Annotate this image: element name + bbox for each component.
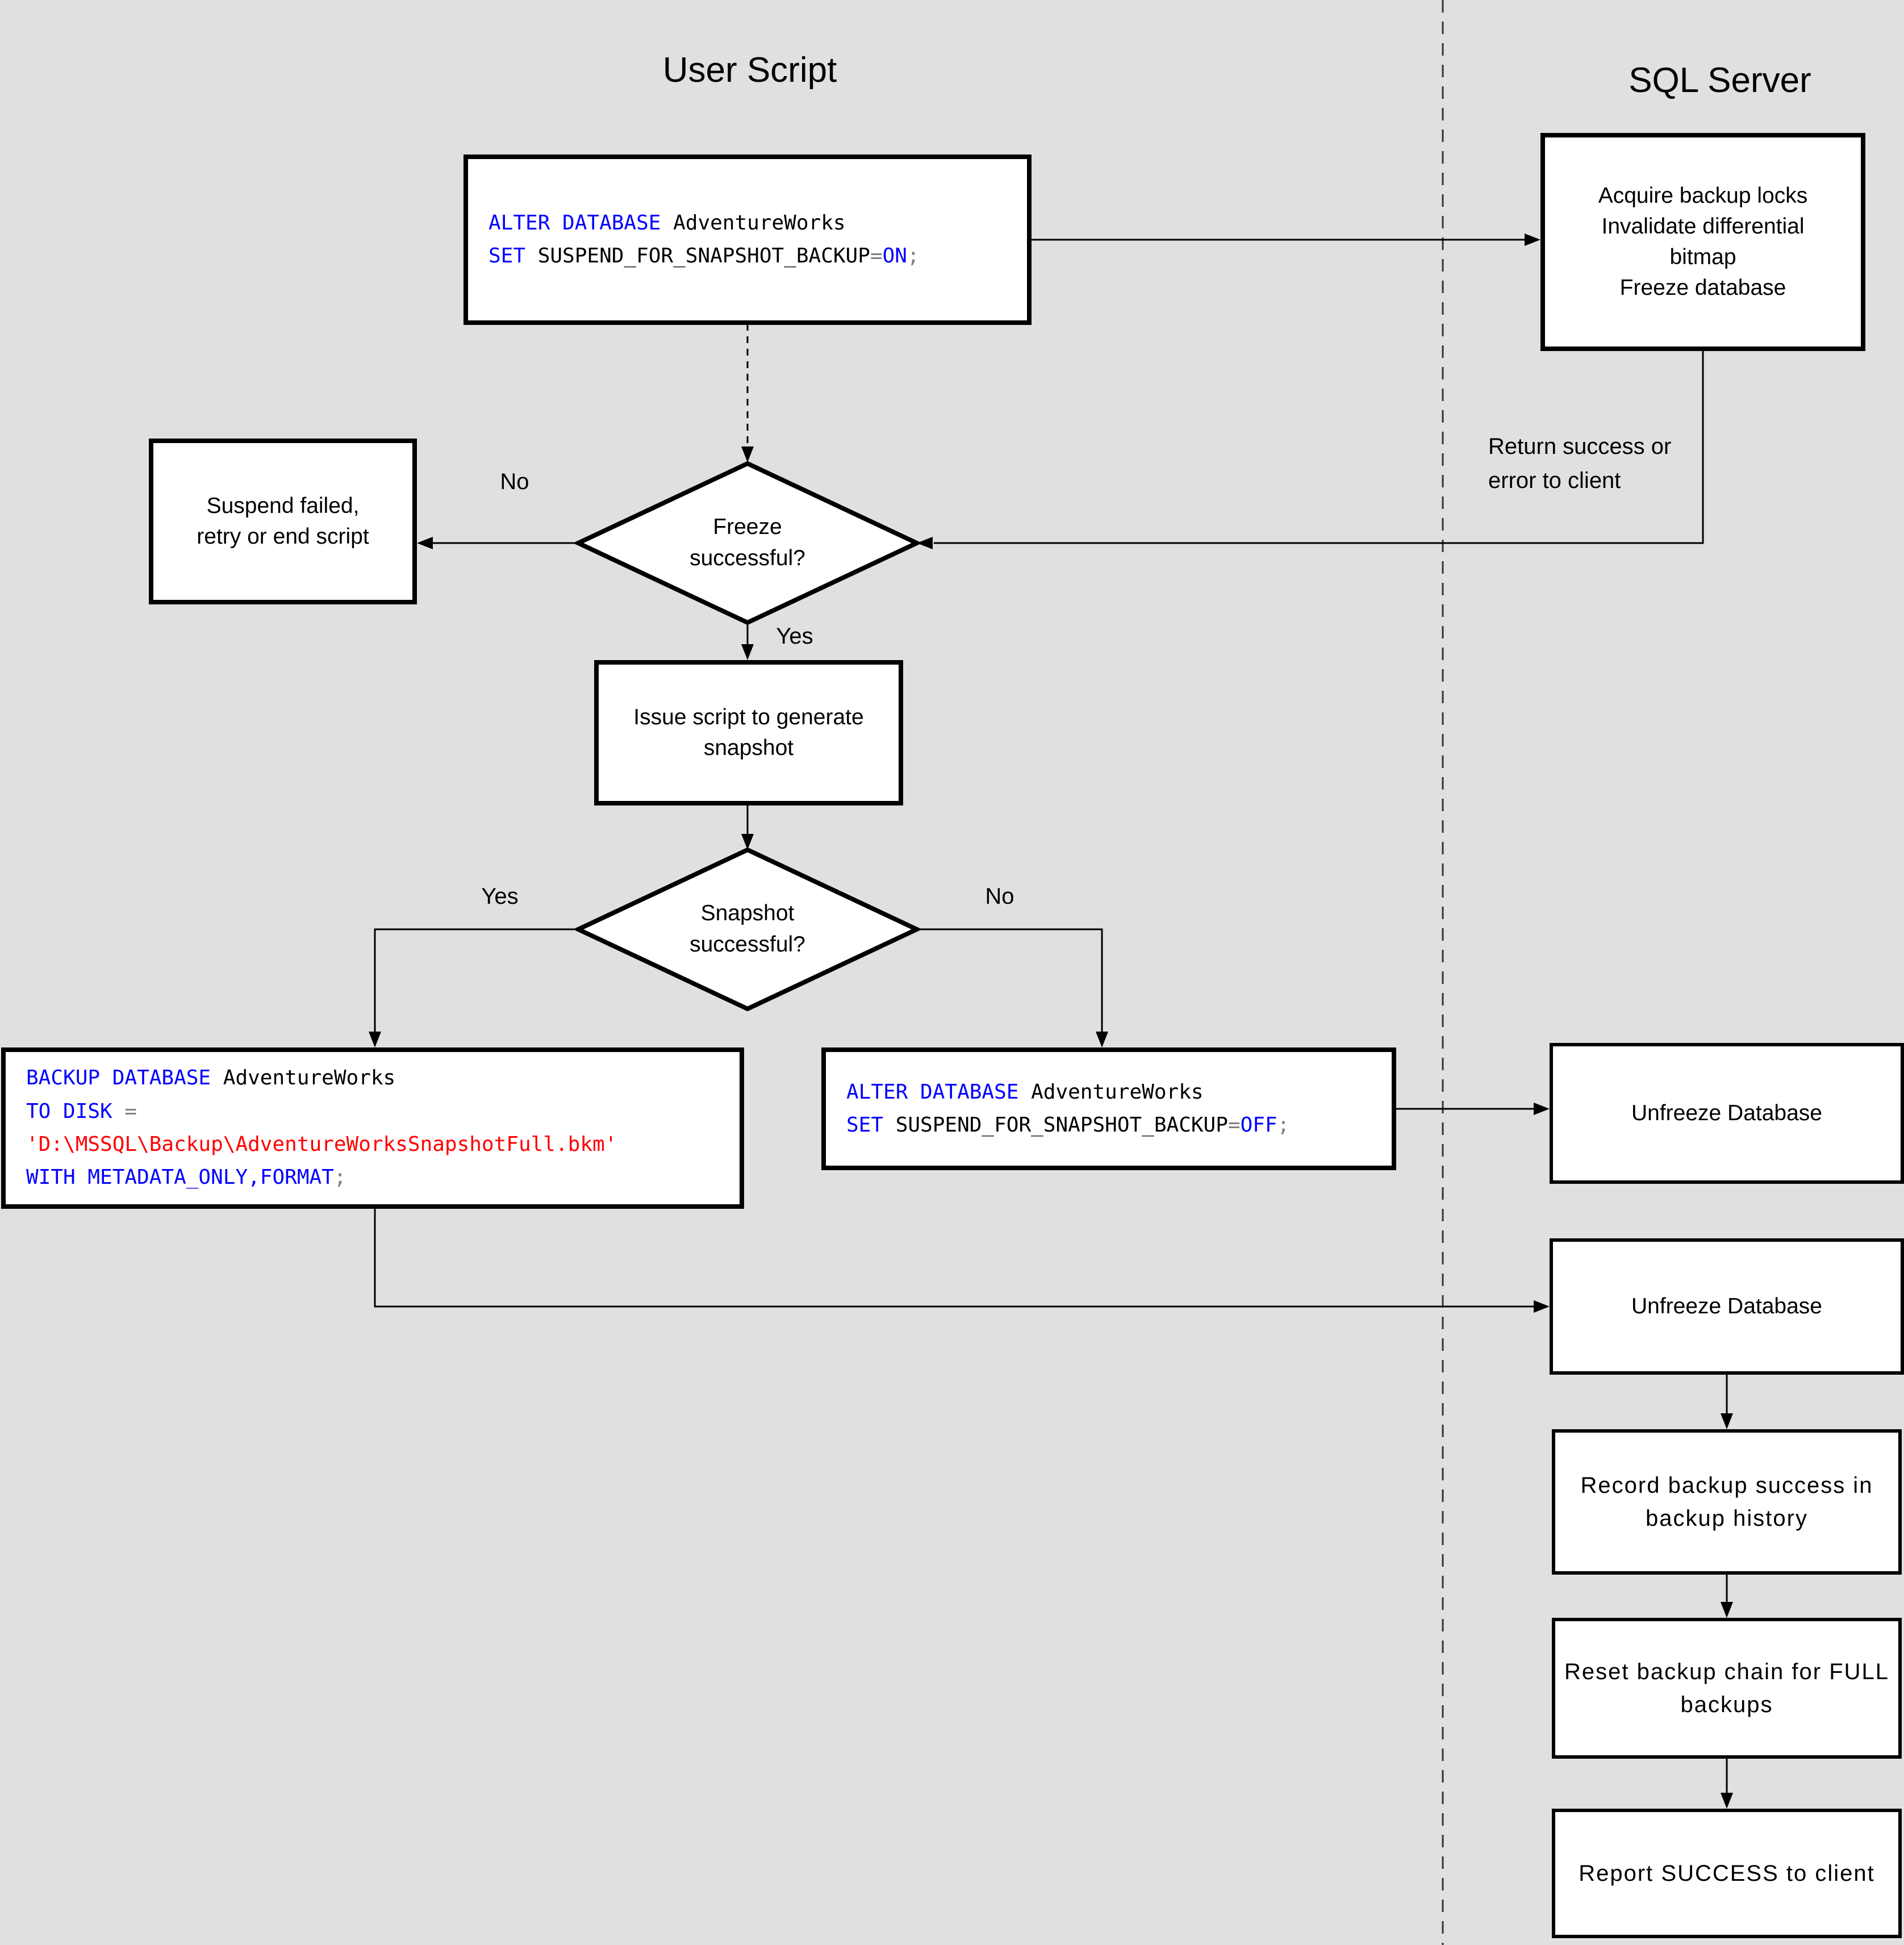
arrowhead-down-icon [741, 644, 754, 660]
code-token: ; [333, 1166, 346, 1189]
freeze-successful-diamond [573, 461, 922, 625]
issue-script-box: Issue script to generate snapshot [594, 660, 903, 805]
backup-database-box: BACKUP DATABASE AdventureWorks TO DISK =… [1, 1047, 744, 1209]
arrowhead-down-icon [1721, 1793, 1733, 1809]
node-text: Suspend failed, retry or end script [197, 494, 369, 549]
node-text: Reset backup chain for FULL backups [1564, 1659, 1890, 1717]
arrowhead-down-icon [741, 446, 754, 462]
edge-label-freeze-no: No [500, 469, 529, 494]
code-token: AdventureWorks [223, 1066, 396, 1090]
alter-suspend-on-box: ALTER DATABASE AdventureWorks SET SUSPEN… [464, 155, 1032, 325]
code-token: ALTER DATABASE [488, 211, 674, 235]
code-token: ; [1277, 1113, 1290, 1137]
unfreeze-database-1-box: Unfreeze Database [1550, 1043, 1904, 1184]
arrowhead-down-icon [741, 834, 754, 850]
lane-header-sql-server: SQL Server [1629, 61, 1811, 100]
code-token: = [1227, 1113, 1241, 1137]
snapshot-successful-diamond [573, 847, 922, 1012]
record-backup-history-box: Record backup success in backup history [1552, 1429, 1902, 1575]
suspend-failed-box: Suspend failed, retry or end script [149, 439, 417, 604]
node-text: Acquire backup locks Invalidate differen… [1598, 183, 1808, 300]
code-token: WITH METADATA_ONLY,FORMAT [26, 1166, 334, 1189]
code-token: BACKUP DATABASE [26, 1066, 223, 1090]
node-text: Record backup success in backup history [1580, 1473, 1873, 1531]
code-token: ; [907, 244, 920, 268]
code-line: ALTER DATABASE AdventureWorks [846, 1076, 1386, 1109]
code-line: 'D:\MSSQL\Backup\AdventureWorksSnapshotF… [26, 1128, 734, 1161]
code-line: TO DISK = [26, 1095, 734, 1128]
code-token: SET [846, 1113, 896, 1137]
arrowhead-down-icon [1721, 1602, 1733, 1618]
node-text: Unfreeze Database [1631, 1101, 1823, 1126]
report-success-box: Report SUCCESS to client [1552, 1809, 1902, 1938]
code-token: SUSPEND_FOR_SNAPSHOT_BACKUP [537, 244, 870, 268]
code-token: AdventureWorks [1031, 1080, 1204, 1104]
edge-label-freeze-yes: Yes [776, 624, 813, 649]
node-text: Unfreeze Database [1631, 1294, 1823, 1319]
alter-suspend-off-box: ALTER DATABASE AdventureWorks SET SUSPEN… [821, 1047, 1396, 1170]
arrowhead-down-icon [369, 1032, 381, 1047]
unfreeze-database-2-box: Unfreeze Database [1550, 1238, 1904, 1375]
arrowhead-right-icon [1534, 1300, 1550, 1313]
arrow-snapshot-yes [374, 928, 578, 1033]
arrowhead-right-icon [1525, 233, 1540, 246]
code-token: 'D:\MSSQL\Backup\AdventureWorksSnapshotF… [26, 1133, 617, 1156]
code-token: SET [488, 244, 538, 268]
snapshot-successful-label: Snapshot successful? [690, 901, 805, 957]
arrowhead-down-icon [1721, 1413, 1733, 1429]
reset-backup-chain-box: Reset backup chain for FULL backups [1552, 1618, 1902, 1759]
node-text: Issue script to generate snapshot [633, 705, 864, 760]
lane-header-user-script: User Script [662, 51, 837, 90]
arrow-backup-to-unfreeze2 [374, 1209, 1534, 1308]
code-line: SET SUSPEND_FOR_SNAPSHOT_BACKUP=ON; [488, 240, 1021, 273]
arrowhead-down-icon [1096, 1032, 1108, 1047]
code-line: WITH METADATA_ONLY,FORMAT; [26, 1161, 734, 1194]
arrowhead-right-icon [1534, 1103, 1550, 1115]
arrow-acquire-to-freeze [934, 351, 1704, 544]
code-line: BACKUP DATABASE AdventureWorks [26, 1062, 734, 1095]
edge-label-snapshot-no: No [985, 884, 1014, 909]
code-token: = [124, 1099, 137, 1123]
code-token: SUSPEND_FOR_SNAPSHOT_BACKUP [895, 1113, 1228, 1137]
edge-label-snapshot-yes: Yes [481, 884, 519, 909]
code-line: ALTER DATABASE AdventureWorks [488, 207, 1021, 240]
arrow-snapshot-no [917, 928, 1103, 1033]
freeze-successful-label: Freeze successful? [690, 515, 805, 570]
code-token: TO DISK [26, 1099, 125, 1123]
code-token: ALTER DATABASE [846, 1080, 1032, 1104]
code-line: SET SUSPEND_FOR_SNAPSHOT_BACKUP=OFF; [846, 1109, 1386, 1142]
node-text: Report SUCCESS to client [1579, 1861, 1875, 1886]
code-token: AdventureWorks [673, 211, 846, 235]
code-token: ON [882, 244, 907, 268]
acquire-backup-locks-box: Acquire backup locks Invalidate differen… [1540, 133, 1865, 351]
code-token: OFF [1240, 1113, 1277, 1137]
arrowhead-left-icon [917, 537, 933, 549]
edge-label-return-note: Return success or error to client [1488, 434, 1672, 493]
arrowhead-left-icon [417, 537, 433, 549]
code-token: = [870, 244, 883, 268]
